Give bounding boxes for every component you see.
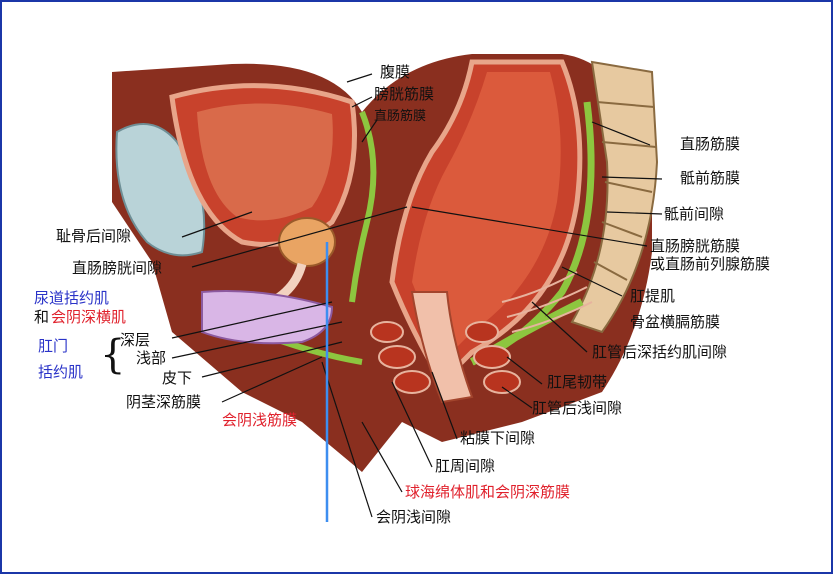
prostate — [278, 217, 336, 267]
label-urethral-sphincter: 尿道括约肌 — [34, 289, 110, 307]
label-retropubic-space: 耻骨后间隙 — [56, 227, 132, 245]
label-rectovesical-space: 直肠膀胱间隙 — [72, 259, 163, 277]
sacrum — [570, 60, 659, 334]
label-rectovesical-fascia-2: 或直肠前列腺筋膜 — [650, 255, 771, 273]
anal-canal — [410, 291, 474, 404]
label-bulbospongiosus-fascia: 球海绵体肌和会阴深筋膜 — [405, 483, 571, 501]
label-vesical-fascia: 膀胱筋膜 — [374, 85, 435, 103]
label-presacral-space: 骶前间隙 — [664, 205, 725, 223]
label-superficial-perineal-fascia: 会阴浅筋膜 — [222, 411, 298, 429]
label-presacral-fascia: 骶前筋膜 — [680, 169, 741, 187]
leader-lines — [171, 73, 663, 518]
label-superficial-postanal-space: 肛管后浅间隙 — [532, 399, 623, 417]
label-deep-penile-fascia: 阴茎深筋膜 — [126, 393, 202, 411]
label-anal-sphincter-2: 括约肌 — [38, 363, 84, 381]
label-subcutaneous: 皮下 — [162, 369, 193, 387]
sphincter-muscles — [370, 321, 521, 394]
label-deep-transverse-perineal: 会阴深横肌 — [51, 308, 127, 326]
sacral-segments — [593, 101, 657, 281]
label-rectal-fascia-top: 直肠筋膜 — [374, 109, 427, 124]
label-deep-layer: 深层 — [120, 331, 151, 349]
bladder-lumen — [197, 103, 333, 221]
label-and: 和 — [34, 308, 50, 326]
vesical-fascia-green — [349, 110, 377, 303]
label-rectal-fascia-right: 直肠筋膜 — [680, 135, 741, 153]
label-levator-ani: 肛提肌 — [630, 287, 676, 305]
label-perianal-space: 肛周间隙 — [435, 457, 496, 475]
sphincter-brace: { — [100, 332, 126, 378]
label-superficial-perineal-space: 会阴浅间隙 — [376, 508, 452, 526]
label-superficial-part: 浅部 — [136, 349, 167, 367]
label-anococcygeal-ligament: 肛尾韧带 — [547, 373, 608, 391]
label-deep-postanal-space: 肛管后深括约肌间隙 — [592, 343, 728, 361]
label-peritoneum: 腹膜 — [380, 63, 411, 81]
label-pelvic-diaphragm-fascia: 骨盆横膈筋膜 — [630, 313, 721, 331]
label-rectovesical-fascia-1: 直肠膀胱筋膜 — [650, 237, 741, 255]
label-anal-sphincter-1: 肛门 — [38, 337, 69, 355]
label-submucosal-space: 粘膜下间隙 — [460, 429, 536, 447]
rectum-lumen — [412, 72, 561, 357]
